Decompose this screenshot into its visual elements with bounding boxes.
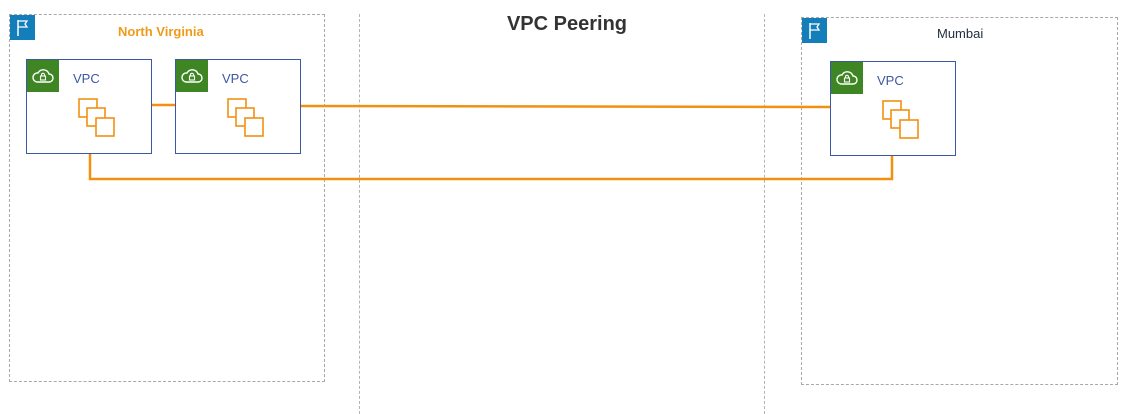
vpc-box-2: VPC — [175, 59, 301, 154]
divider-right — [764, 14, 765, 414]
vpc-cloud-lock-icon — [831, 62, 863, 94]
peering-line-vpc2-vpc3 — [300, 104, 831, 109]
peering-line-vpc1-vpc3 — [88, 154, 894, 181]
region-flag-icon — [802, 18, 827, 43]
vpc-label: VPC — [73, 71, 100, 86]
region-north-virginia: North Virginia — [9, 14, 325, 382]
region-label-north-virginia: North Virginia — [118, 24, 204, 39]
instances-icon — [227, 98, 264, 137]
diagram-title: VPC Peering — [506, 13, 628, 35]
region-mumbai: Mumbai — [801, 17, 1118, 385]
region-flag-icon — [10, 15, 35, 40]
vpc-cloud-lock-icon — [176, 60, 208, 92]
vpc-box-3: VPC — [830, 61, 956, 156]
vpc-cloud-lock-icon — [27, 60, 59, 92]
vpc-label: VPC — [222, 71, 249, 86]
region-label-mumbai: Mumbai — [937, 26, 984, 41]
instances-icon — [882, 100, 919, 139]
divider-left — [359, 14, 360, 414]
vpc-label: VPC — [877, 73, 904, 88]
vpc-box-1: VPC — [26, 59, 152, 154]
instances-icon — [78, 98, 115, 137]
